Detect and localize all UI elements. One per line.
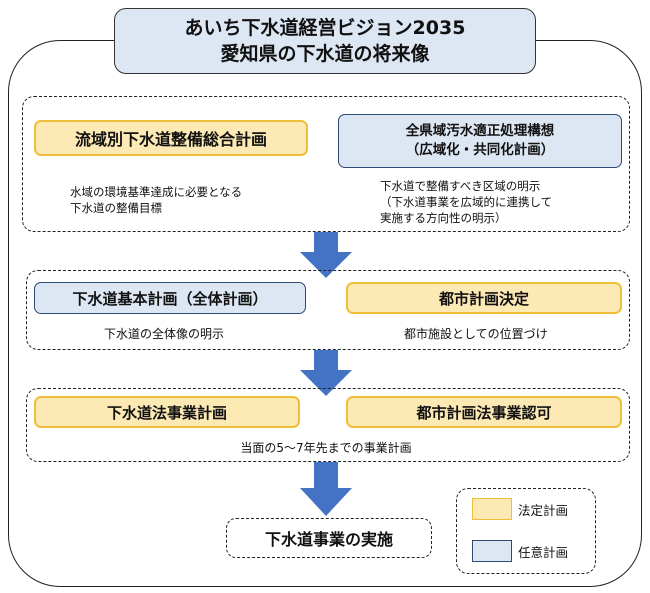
ryuiki-plan-box: 流域別下水道整備総合計画 xyxy=(34,120,308,156)
kihon-keikaku-note: 下水道の全体像の明示 xyxy=(104,327,225,341)
zenken-kousou-note: 下水道で整備すべき区域の明示 （下水道事業を広域的に連携して 実施する方向性の明… xyxy=(380,179,553,225)
zenken-kousou-line1: 全県域汚水適正処理構想 xyxy=(405,123,555,139)
jigyou-keikaku-note: 当面の5～7年先までの事業計画 xyxy=(240,441,412,455)
vision-title: あいち下水道経営ビジョン2035 愛知県の下水道の将来像 xyxy=(114,8,536,74)
down-arrow-2 xyxy=(300,350,352,396)
tier3-group xyxy=(26,388,630,462)
jigyou-keikaku-box: 下水道法事業計画 xyxy=(34,396,300,428)
jigyou-ninka-box: 都市計画法事業認可 xyxy=(346,396,622,428)
legend-swatch-nini xyxy=(472,540,512,562)
legend xyxy=(456,488,596,574)
vision-title-line1: あいち下水道経営ビジョン2035 xyxy=(184,17,466,39)
down-arrow-3 xyxy=(300,462,352,516)
jigyou-jisshi-box: 下水道事業の実施 xyxy=(226,518,432,558)
kihon-keikaku-box: 下水道基本計画（全体計画） xyxy=(34,282,306,314)
zenken-kousou-line2: （広域化・共同化計画） xyxy=(405,142,555,158)
zenken-kousou-box: 全県域汚水適正処理構想 （広域化・共同化計画） xyxy=(338,114,622,168)
toshi-keikaku-box: 都市計画決定 xyxy=(346,282,622,314)
legend-label-houtei: 法定計画 xyxy=(518,503,569,518)
legend-label-nini: 任意計画 xyxy=(518,545,569,560)
vision-title-line2: 愛知県の下水道の将来像 xyxy=(220,43,430,65)
legend-swatch-houtei xyxy=(472,498,512,520)
ryuiki-plan-note: 水域の環境基準達成に必要となる 下水道の整備目標 xyxy=(70,185,243,215)
tier2-group xyxy=(26,270,630,350)
toshi-keikaku-note: 都市施設としての位置づけ xyxy=(404,327,548,341)
down-arrow-1 xyxy=(300,232,352,278)
tier1-group xyxy=(22,96,630,232)
